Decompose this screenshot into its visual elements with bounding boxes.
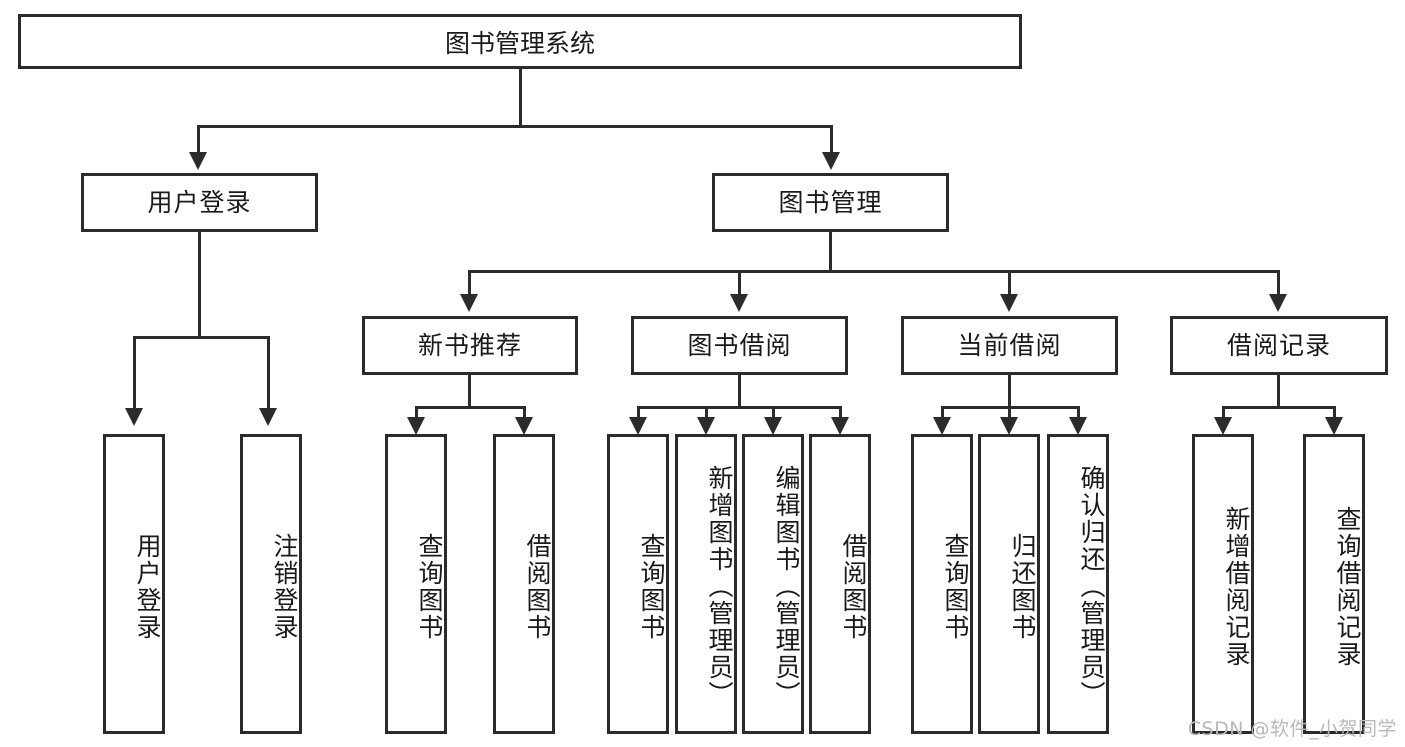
arrowhead-book-borrow xyxy=(730,294,748,312)
connector-drop-br-add xyxy=(1222,406,1225,420)
node-label: 当前借阅 xyxy=(957,330,1062,360)
connector-drop-cb-confirm xyxy=(1077,406,1080,420)
leaf-bb-borrow-book[interactable]: 借阅图书 xyxy=(809,434,871,734)
node-label: 借阅记录 xyxy=(1226,330,1331,360)
leaf-br-add-record[interactable]: 新增借阅记录 xyxy=(1192,434,1254,734)
leaf-nb-borrow-book[interactable]: 借阅图书 xyxy=(493,434,555,734)
node-label: 归还图书 xyxy=(1008,533,1037,641)
node-label: 借阅图书 xyxy=(523,533,552,641)
connector-drop-bb-edit xyxy=(772,406,775,420)
arrowhead-cb-query xyxy=(933,417,951,435)
node-label: 确认归还（管理员） xyxy=(1077,464,1106,708)
node-label: 编辑图书（管理员） xyxy=(772,464,801,708)
node-label: 新增图书（管理员） xyxy=(705,464,734,708)
leaf-bb-edit-book[interactable]: 编辑图书（管理员） xyxy=(742,434,804,734)
node-root-system[interactable]: 图书管理系统 xyxy=(18,14,1022,69)
arrowhead-nb-query xyxy=(407,417,425,435)
connector-book-borrow-bus xyxy=(637,406,841,409)
node-current-borrow[interactable]: 当前借阅 xyxy=(901,316,1118,375)
arrowhead-bb-query xyxy=(629,417,647,435)
connector-borrow-records-stem xyxy=(1277,375,1280,408)
arrowhead-borrow-records xyxy=(1269,294,1287,312)
node-label: 图书借阅 xyxy=(687,330,792,360)
arrowhead-br-query xyxy=(1325,417,1343,435)
arrowhead-cb-confirm xyxy=(1069,417,1087,435)
node-label: 图书管理 xyxy=(778,187,883,217)
connector-drop-current-borrow xyxy=(1008,270,1011,297)
leaf-cb-query-book[interactable]: 查询图书 xyxy=(911,434,973,734)
arrowhead-br-add xyxy=(1214,417,1232,435)
leaf-bb-add-book[interactable]: 新增图书（管理员） xyxy=(675,434,737,734)
node-label: 新增借阅记录 xyxy=(1222,506,1251,668)
watermark-text: CSDN @软件_小贺同学 xyxy=(1187,718,1397,740)
leaf-user-login[interactable]: 用户登录 xyxy=(103,434,165,734)
connector-borrow-records-bus xyxy=(1222,406,1336,409)
node-label: 图书管理系统 xyxy=(444,28,595,58)
connector-book-borrow-stem xyxy=(738,375,741,408)
node-new-book-recommend[interactable]: 新书推荐 xyxy=(362,316,578,375)
arrowhead-bb-borrow xyxy=(831,417,849,435)
connector-drop-cb-query xyxy=(941,406,944,420)
connector-drop-book-manage xyxy=(830,125,833,155)
arrowhead-book-manage xyxy=(822,152,840,170)
connector-root-stem xyxy=(519,69,522,125)
leaf-br-query-record[interactable]: 查询借阅记录 xyxy=(1303,434,1365,734)
arrowhead-user-login xyxy=(189,152,207,170)
connector-drop-nb-query xyxy=(415,406,418,420)
connector-user-login-stem xyxy=(198,232,201,336)
node-book-manage[interactable]: 图书管理 xyxy=(712,173,949,232)
leaf-nb-query-book[interactable]: 查询图书 xyxy=(385,434,447,734)
node-label: 借阅图书 xyxy=(839,533,868,641)
node-user-login[interactable]: 用户登录 xyxy=(81,173,318,232)
arrowhead-current-borrow xyxy=(1000,294,1018,312)
connector-drop-user-login xyxy=(197,125,200,155)
connector-drop-bb-borrow xyxy=(839,406,842,420)
node-label: 查询借阅记录 xyxy=(1333,506,1362,668)
connector-drop-borrow-records xyxy=(1277,270,1280,297)
arrowhead-leaf-logout xyxy=(259,408,277,426)
node-label: 查询图书 xyxy=(415,533,444,641)
node-label: 用户登录 xyxy=(147,187,252,217)
connector-book-manage-stem xyxy=(829,232,832,272)
connector-drop-bb-add xyxy=(705,406,708,420)
connector-user-login-bus xyxy=(133,336,270,339)
arrowhead-bb-edit xyxy=(764,417,782,435)
leaf-bb-query-book[interactable]: 查询图书 xyxy=(607,434,669,734)
connector-drop-nb-borrow xyxy=(523,406,526,420)
node-label: 查询图书 xyxy=(941,533,970,641)
connector-book-manage-bus xyxy=(468,270,1280,273)
node-label: 注销登录 xyxy=(270,533,299,641)
leaf-cb-return-book[interactable]: 归还图书 xyxy=(978,434,1040,734)
connector-drop-leaf-logout xyxy=(267,336,270,411)
node-borrow-records[interactable]: 借阅记录 xyxy=(1170,316,1388,375)
leaf-cb-confirm-return[interactable]: 确认归还（管理员） xyxy=(1047,434,1109,734)
connector-new-book-stem xyxy=(468,375,471,408)
connector-drop-bb-query xyxy=(637,406,640,420)
connector-drop-book-borrow xyxy=(738,270,741,297)
node-label: 用户登录 xyxy=(133,533,162,641)
connector-drop-new-book xyxy=(468,270,471,297)
arrowhead-bb-add xyxy=(697,417,715,435)
connector-drop-br-query xyxy=(1333,406,1336,420)
node-label: 新书推荐 xyxy=(417,330,522,360)
arrowhead-nb-borrow xyxy=(515,417,533,435)
node-label: 查询图书 xyxy=(637,533,666,641)
connector-current-borrow-stem xyxy=(1008,375,1011,408)
arrowhead-leaf-user-login xyxy=(125,408,143,426)
connector-new-book-bus xyxy=(415,406,526,409)
node-book-borrow[interactable]: 图书借阅 xyxy=(631,316,848,375)
arrowhead-new-book xyxy=(460,294,478,312)
connector-root-bus xyxy=(197,125,833,128)
connector-drop-leaf-user-login xyxy=(133,336,136,411)
leaf-logout[interactable]: 注销登录 xyxy=(240,434,302,734)
arrowhead-cb-return xyxy=(1000,417,1018,435)
connector-drop-cb-return xyxy=(1008,406,1011,420)
